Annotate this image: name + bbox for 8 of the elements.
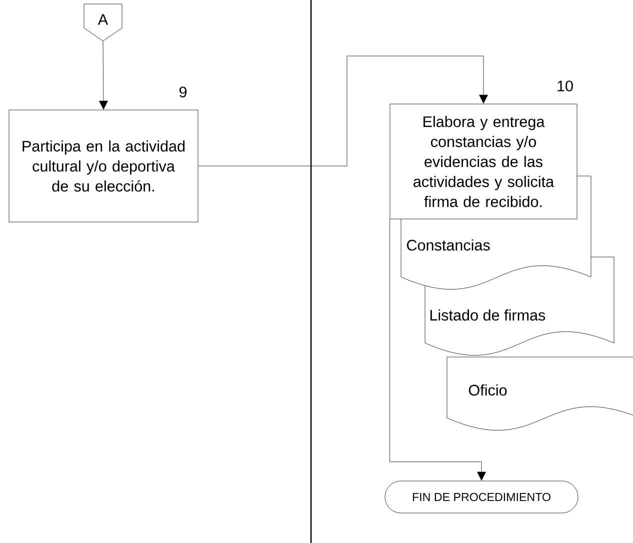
step-number: 10 (558, 80, 573, 92)
arrow (99, 41, 108, 110)
arrow (390, 219, 486, 481)
arrow (198, 56, 488, 166)
off-page-connector: A (84, 4, 122, 42)
process-box: Participa en la actividad cultural y/o deportiva de su elección. (8, 110, 198, 222)
process-box: Elabora y entrega constancias y/o evidencias de las actividades y solicita firma de recibido. (390, 104, 578, 220)
step-number: 9 (179, 86, 187, 98)
